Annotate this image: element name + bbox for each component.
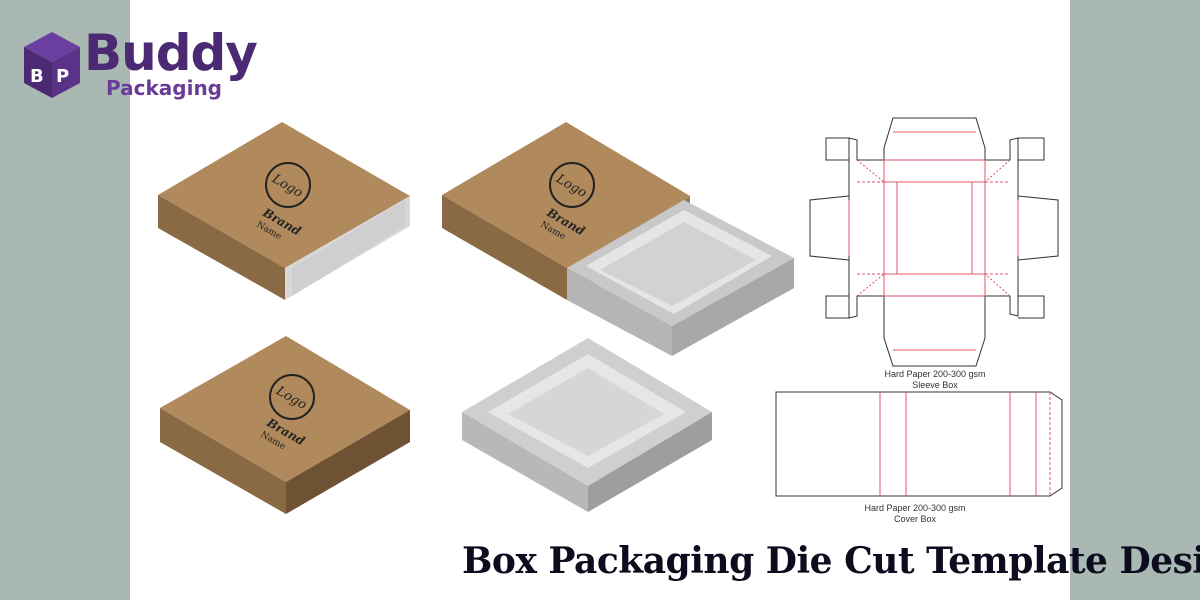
- cube-logo-icon: B P: [24, 32, 80, 98]
- sleeve-die-cut-template: [809, 117, 1059, 367]
- sleeve-caption-line2: Sleeve Box: [912, 380, 958, 390]
- page-title: Box Packaging Die Cut Template Design: [462, 540, 1200, 582]
- sliding-box: Logo Brand Name: [442, 122, 794, 356]
- closed-box-1: Logo Brand Name: [158, 122, 410, 300]
- open-tray: [462, 338, 712, 512]
- svg-text:B: B: [30, 66, 44, 87]
- cover-caption-line1: Hard Paper 200-300 gsm: [864, 503, 966, 513]
- cover-caption-line2: Cover Box: [893, 514, 937, 524]
- cover-caption: Hard Paper 200-300 gsm Cover Box: [850, 503, 980, 525]
- brand-subtitle: Packaging: [106, 76, 222, 100]
- sleeve-caption-line1: Hard Paper 200-300 gsm: [884, 369, 986, 379]
- sleeve-caption: Hard Paper 200-300 gsm Sleeve Box: [870, 369, 1000, 391]
- brand-logo: B P Buddy Packaging: [22, 28, 258, 105]
- closed-box-2: Logo Brand Name: [160, 336, 410, 514]
- brand-name: Buddy: [84, 24, 258, 82]
- svg-text:P: P: [56, 66, 69, 87]
- cover-die-cut-template: [775, 391, 1063, 497]
